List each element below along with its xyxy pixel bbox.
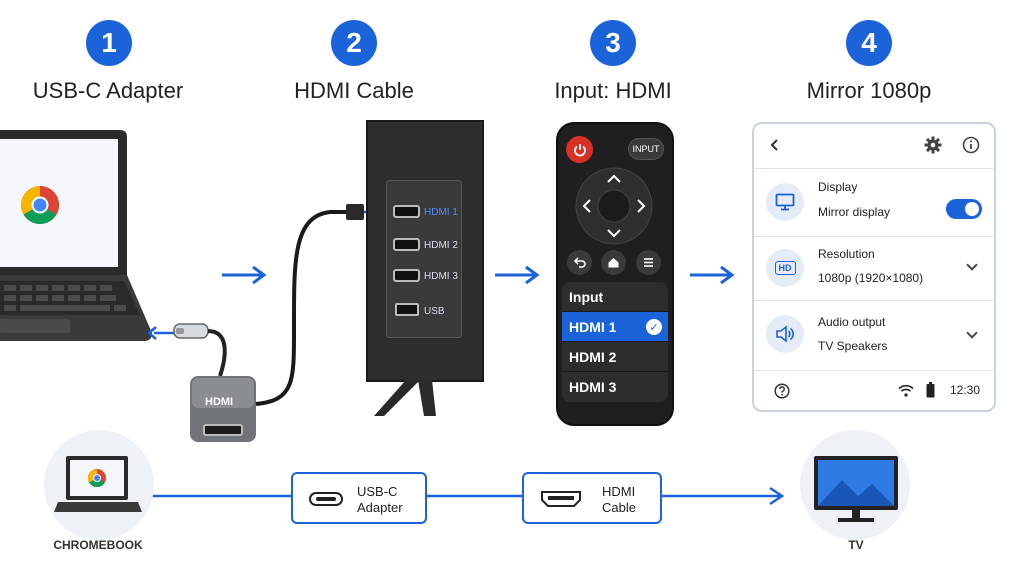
hdmi-line1: HDMI [602,484,636,499]
flow-line [150,486,785,506]
usb-c-line1: USB-C [357,484,398,499]
usb-c-line2: Adapter [357,500,403,515]
input-option-label: HDMI 2 [569,348,617,365]
input-button[interactable]: INPUT [628,138,664,160]
hdmi-port-1-icon [393,205,420,218]
input-option-hdmi-2[interactable]: HDMI 2 [562,342,668,372]
hdmi-port-icon [541,491,581,507]
arrow-step3-to-4 [690,265,735,285]
row-label: Resolution [818,247,875,261]
mirror-display-toggle[interactable] [946,199,982,219]
adapter-label: HDMI [205,396,234,408]
hd-icon: HD [766,249,804,287]
menu-button[interactable] [636,250,661,275]
wifi-icon [898,384,914,397]
hdmi-cable-box: HDMI Cable [522,472,662,524]
chromebook-icon [54,456,142,512]
arrow-step1-to-2 [222,265,267,285]
battery-icon [926,382,935,398]
usb-c-adapter-box: USB-C Adapter [291,472,427,524]
input-source-menu: Input HDMI 1 ✓ HDMI 2 HDMI 3 [562,282,668,402]
laptop-illustration [0,130,152,341]
tv-caption: TV [848,538,864,552]
row-value: Mirror display [818,205,891,219]
input-option-label: HDMI 3 [569,379,617,395]
chromebook-caption: CHROMEBOOK [53,538,143,552]
usb-port-label: USB [424,306,445,317]
gear-icon[interactable] [924,136,942,154]
back-arrow-icon[interactable] [768,138,782,152]
step-1-title: USB-C Adapter [32,78,184,103]
input-option-hdmi-3[interactable]: HDMI 3 [562,372,668,402]
status-time: 12:30 [950,383,981,397]
port-arrow [148,326,176,340]
home-button[interactable] [601,250,626,275]
menu-icon [644,258,653,267]
input-menu-title: Input [562,282,668,312]
settings-row-audio[interactable]: Audio output TV Speakers [754,300,994,370]
row-value: TV Speakers [818,339,888,353]
chevron-down-icon[interactable] [966,327,978,339]
hdmi-port-2-icon [393,238,420,251]
hdmi-port-3-label: HDMI 3 [424,271,458,282]
help-icon[interactable] [774,383,790,399]
step-2-title: HDMI Cable [294,78,414,103]
display-settings-panel: Display Mirror display HD Resolution 108… [752,122,996,412]
dpad[interactable] [574,166,654,246]
tv-stand [374,380,436,416]
settings-row-resolution[interactable]: HD Resolution 1080p (1920×1080) [754,236,994,300]
arrow-step2-to-3 [495,265,540,285]
power-icon [573,143,586,156]
step-3-title: Input: HDMI [554,78,672,103]
step-4-title: Mirror 1080p [806,78,932,103]
step-3-badge: 3 [590,20,636,66]
step-4-badge: 4 [846,20,892,66]
status-bar: 12:30 [754,370,994,410]
row-label: Display [818,180,858,194]
row-label: Audio output [818,315,886,329]
speaker-icon [766,315,804,353]
check-icon: ✓ [646,319,662,335]
monitor-icon [766,183,804,221]
step-2-badge: 2 [331,20,377,66]
back-icon [573,257,586,268]
usb-port-icon [395,303,419,316]
settings-row-display[interactable]: Display Mirror display [754,168,994,236]
home-icon [608,258,619,268]
input-option-label: HDMI 1 [569,318,617,335]
row-value: 1080p (1920×1080) [818,271,924,285]
hdmi-port-3-icon [393,269,420,282]
adapter-hdmi-port [203,424,243,436]
input-option-hdmi-1[interactable]: HDMI 1 ✓ [562,312,668,342]
chevron-down-icon[interactable] [966,259,978,271]
step-1-badge: 1 [86,20,132,66]
hdmi-port-2-label: HDMI 2 [424,240,458,251]
hdmi-port-1-label: HDMI 1 [424,207,458,218]
power-button[interactable] [566,136,593,163]
tv-icon [814,456,898,522]
back-button[interactable] [567,250,592,275]
info-icon[interactable] [962,136,980,154]
hdmi-line2: Cable [602,500,636,515]
usb-c-port-icon [309,492,343,506]
